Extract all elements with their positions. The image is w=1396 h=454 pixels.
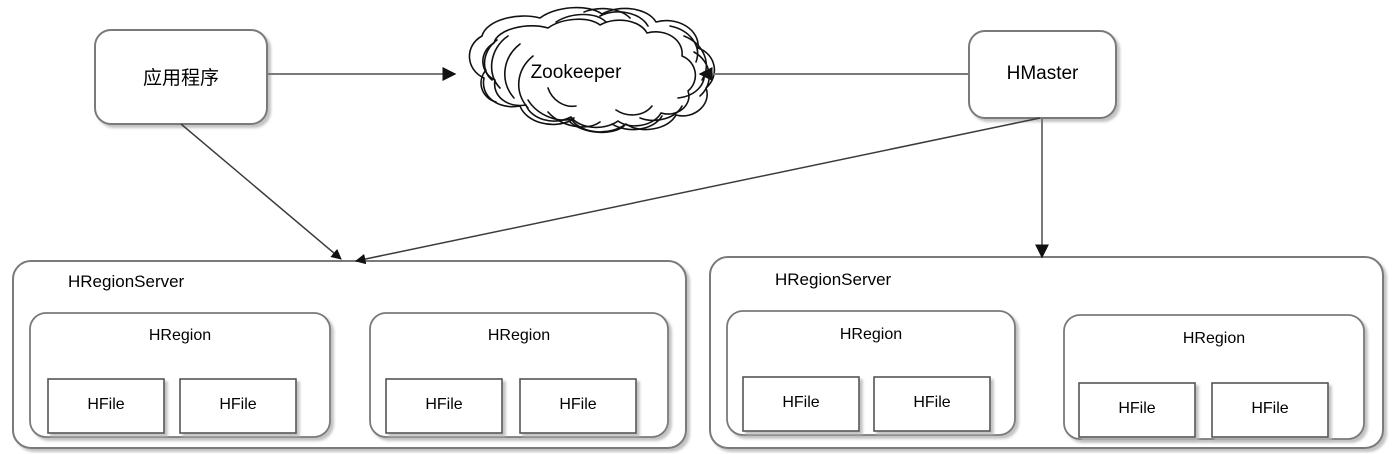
hfile-right-1a-shape[interactable]	[742, 376, 860, 432]
connector-application-to-regionserver-left	[180, 123, 342, 260]
hfile-right-1b-shape[interactable]	[873, 376, 991, 432]
hfile-right-2b-shape[interactable]	[1211, 382, 1329, 438]
hfile-left-1b-shape[interactable]	[179, 378, 297, 434]
zookeeper-node[interactable]	[470, 20, 685, 125]
hfile-left-2a-shape[interactable]	[385, 378, 503, 434]
application-node[interactable]	[95, 30, 267, 124]
hmaster-node[interactable]	[969, 31, 1116, 118]
zookeeper-cloud-shape[interactable]	[468, 6, 716, 134]
hfile-left-1a-shape[interactable]	[47, 378, 165, 434]
connector-hmaster-to-regionserver-left	[354, 117, 1041, 265]
hfile-right-2a-shape[interactable]	[1078, 382, 1196, 438]
hfile-left-2b-shape[interactable]	[519, 378, 637, 434]
